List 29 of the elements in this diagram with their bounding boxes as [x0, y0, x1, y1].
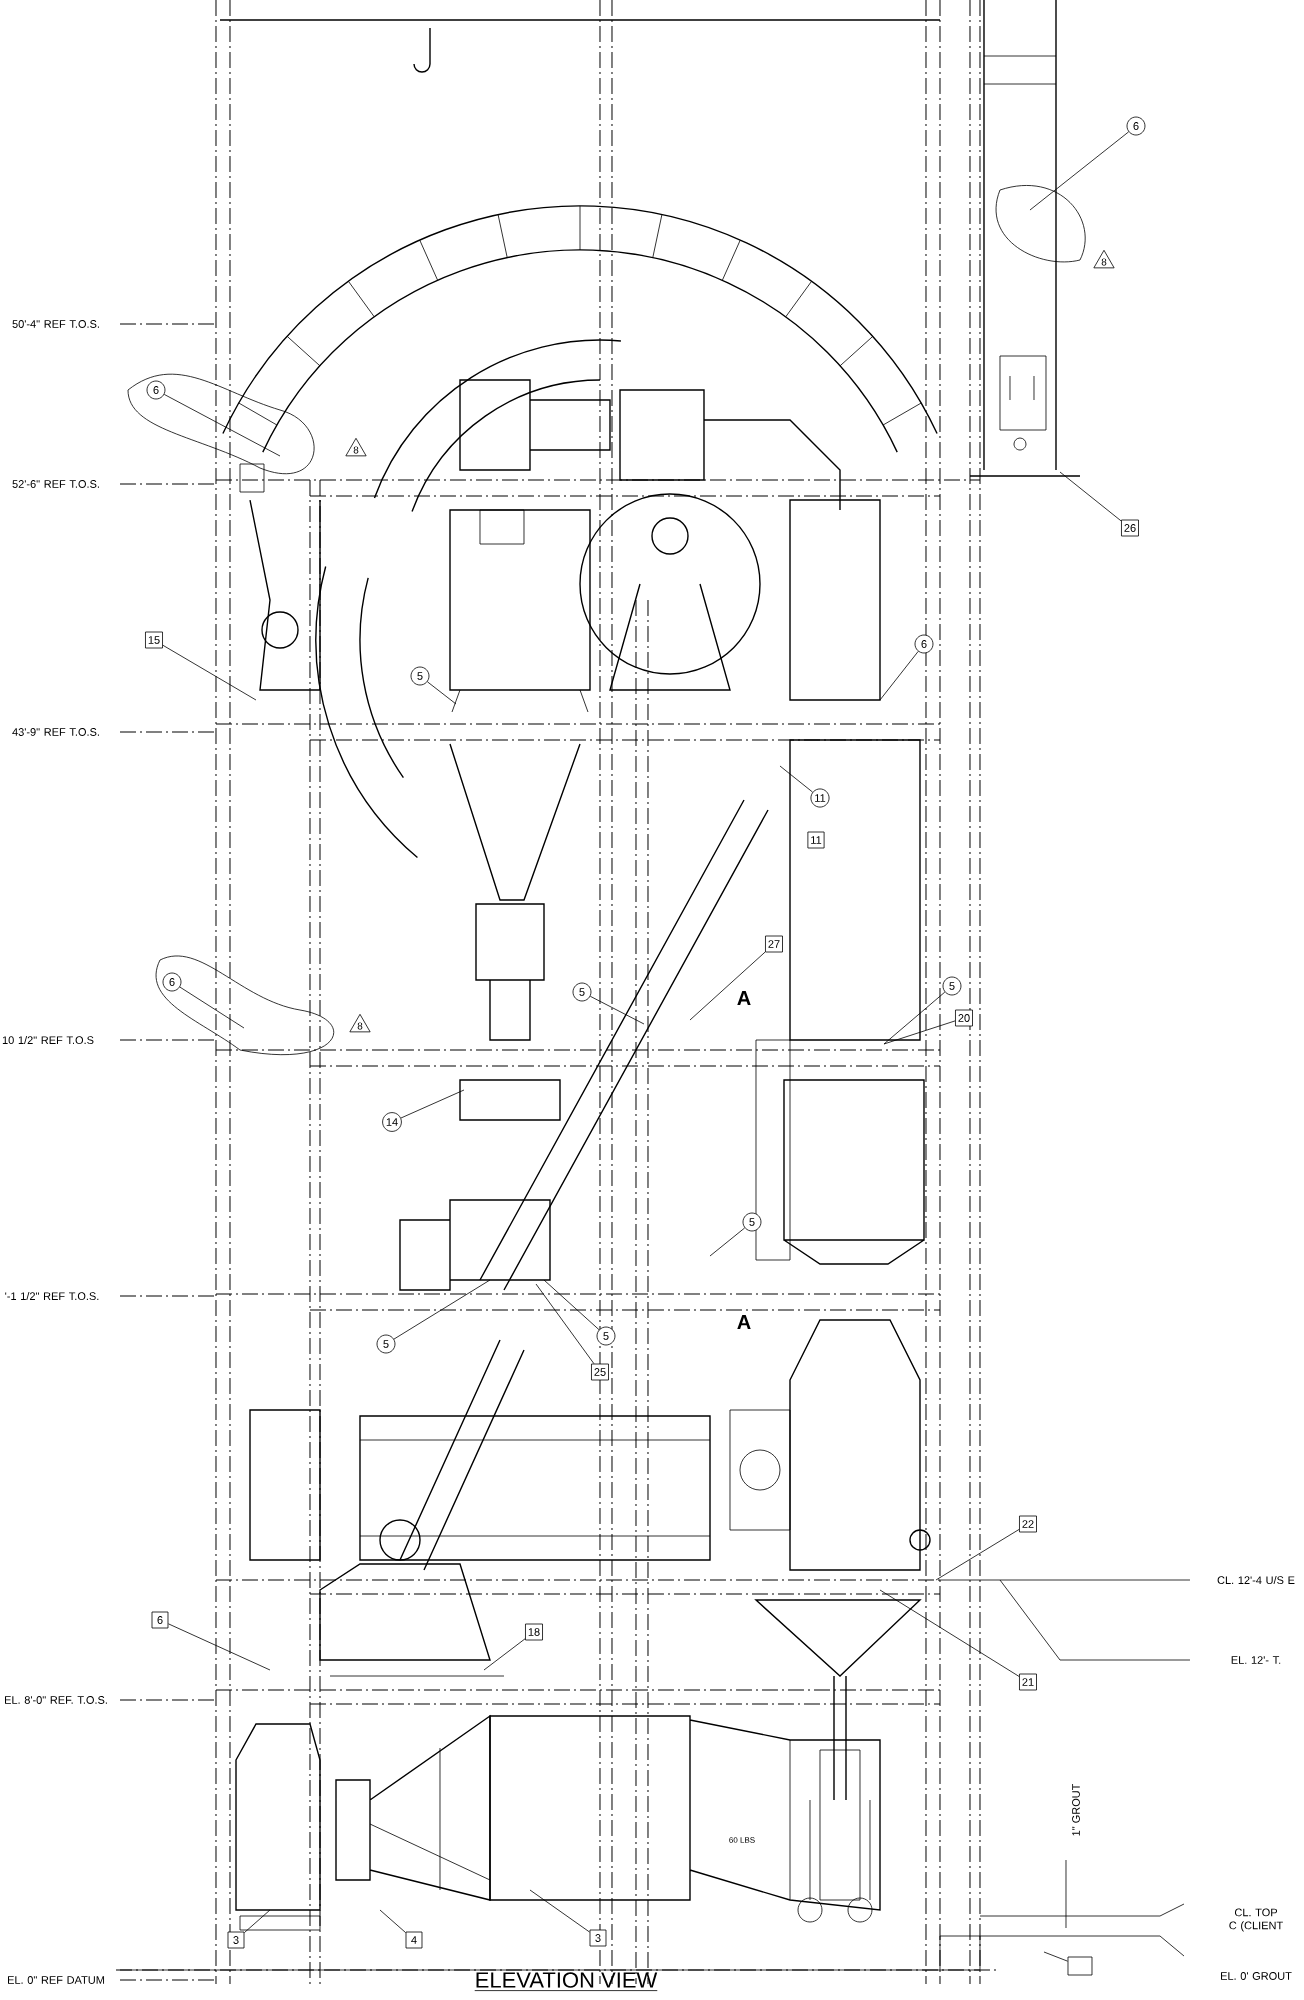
leader-line [883, 991, 946, 1045]
leader-line [535, 1283, 595, 1364]
leader-line [1043, 1951, 1068, 1962]
leader-line [168, 1623, 271, 1671]
leader-line [400, 1089, 465, 1119]
leader-line [393, 1279, 491, 1340]
leader-line [427, 681, 457, 705]
leader-line [1029, 131, 1130, 211]
leader-line [483, 1638, 526, 1671]
leader-line [163, 394, 281, 457]
leader-line [589, 995, 645, 1025]
leader-line [543, 1279, 600, 1331]
section-mark: A [737, 991, 751, 1005]
leader-line [879, 1589, 1020, 1677]
leader-line [379, 1909, 406, 1933]
leader-line [529, 1889, 590, 1933]
leader-line [879, 651, 919, 701]
leader-line [1059, 471, 1122, 522]
leader-line [883, 1020, 956, 1045]
callout-box [1067, 1956, 1093, 1976]
leader-line [935, 1529, 1020, 1581]
section-mark: A [737, 1315, 751, 1329]
leader-line [179, 986, 245, 1029]
leader-line [162, 644, 257, 701]
leader-line [689, 951, 766, 1021]
leader-line [709, 1227, 746, 1257]
leader-line [244, 1909, 271, 1933]
leader-line [779, 765, 813, 793]
view-title: ELEVATION VIEW [474, 1972, 658, 1991]
